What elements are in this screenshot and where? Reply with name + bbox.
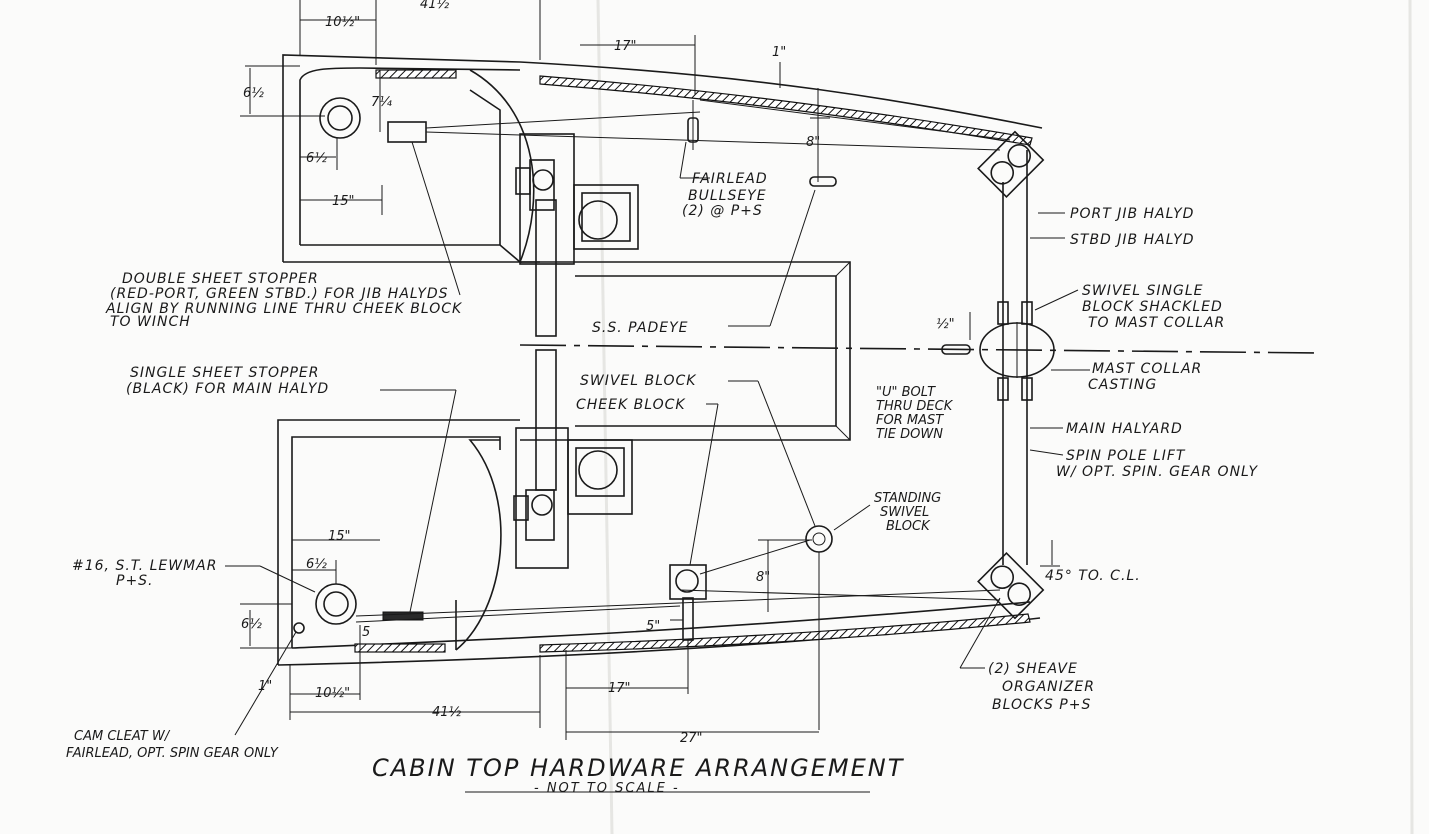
u-bolt [941,312,971,355]
port-jib-label: PORT JIB HALYD [1070,206,1194,222]
fairlead-bullseye [687,100,699,150]
sheave-label-2: ORGANIZER [1002,679,1095,695]
mast-collar [979,322,1055,378]
dim-1in-top: 1" [772,45,786,60]
leader-lines [225,141,1090,736]
dim-10half-top: 10½" [325,15,360,30]
paper-fold [596,0,614,834]
double-stopper-label-4: TO WINCH [110,314,191,330]
cam-cleat-label-1: CAM CLEAT W/ [74,729,171,744]
dim-6half-winch-bottom: 6½ [306,557,327,572]
centerline [519,344,1321,354]
dim-7quarter: 7¼ [371,95,392,110]
cabin-box [520,261,851,441]
sheave-label-1: (2) SHEAVE [988,661,1078,677]
fairlead-label-1: FAIRLEAD [692,171,768,187]
dim-27: 27" [680,731,703,746]
dim-1in-bottom: 1" [258,679,272,694]
stbd-jib-label: STBD JIB HALYD [1070,232,1194,248]
swivel-single-label-1: SWIVEL SINGLE [1082,283,1204,299]
padeye-label: S.S. PADEYE [592,320,688,336]
paper-fold [1408,0,1414,834]
halyard-lines [997,150,1033,565]
lewmar-label-1: #16, S.T. LEWMAR [72,558,217,574]
dim-10half-bottom: 10½" [315,686,350,701]
swivel-single-label-3: TO MAST COLLAR [1088,315,1225,331]
swivel-block-label: SWIVEL BLOCK [580,373,697,389]
stbd-track [513,349,633,569]
single-stopper-label-1: SINGLE SHEET STOPPER [130,365,319,381]
stbd-stopper-hatch [354,643,446,653]
ubolt-label-3: FOR MAST [876,413,944,428]
drawing-subtitle: - NOT TO SCALE - [534,781,680,796]
port-sheave-organizer [977,130,1045,198]
standing-swivel-label-3: BLOCK [886,519,931,534]
dim-41half-top: 41½ [420,0,450,12]
double-stopper-label-1: DOUBLE SHEET STOPPER [122,271,319,287]
dim-6half-left-bottom: 6½ [241,617,262,632]
main-halyard-label: MAIN HALYARD [1066,421,1183,437]
standing-swivel-block [805,525,833,730]
dim-5in: 5" [646,619,660,634]
port-winch [319,97,361,139]
port-deck-outline [282,54,1043,263]
swivel-single-label-2: BLOCK SHACKLED [1082,299,1223,315]
spin-pole-label-2: W/ OPT. SPIN. GEAR ONLY [1056,464,1258,480]
dim-5: 5 [362,625,370,640]
dim-8-top: 8" [806,135,820,150]
dim-15-top: 15" [332,194,355,209]
port-stopper-hatch [375,69,457,79]
ubolt-label-1: "U" BOLT [876,385,936,400]
dim-half: ½" [936,317,955,332]
mast-collar-label-1: MAST COLLAR [1092,361,1202,377]
single-stopper-label-2: (BLACK) FOR MAIN HALYD [126,381,329,397]
dim-8-bottom: 8" [756,570,770,585]
double-stopper-label-3: ALIGN BY RUNNING LINE THRU CHEEK BLOCK [105,301,463,317]
sheave-label-3: BLOCKS P+S [992,697,1091,713]
cam-cleat-label-2: FAIRLEAD, OPT. SPIN GEAR ONLY [66,746,279,761]
ubolt-label-2: THRU DECK [876,399,954,414]
port-8in-dim [809,88,837,187]
standing-swivel-label-2: SWIVEL [880,505,929,520]
dim-6half-winch-top: 6½ [306,151,327,166]
stbd-toerail-hatch [539,613,1031,653]
dimension-lines [240,0,1053,740]
angle-label: 45° TO. C.L. [1045,568,1141,584]
stbd-winch [315,583,357,625]
port-toerail-hatch [539,75,1033,146]
dim-41half-bottom: 41½ [432,705,462,720]
port-track [515,133,639,337]
dim-6half-left-top: 6½ [243,86,264,101]
standing-swivel-label-1: STANDING [874,491,941,506]
double-sheet-stopper [387,121,427,143]
spin-pole-label-1: SPIN POLE LIFT [1066,448,1186,464]
drawing-title: CABIN TOP HARDWARE ARRANGEMENT [372,754,905,782]
double-stopper-label-2: (RED-PORT, GREEN STBD.) FOR JIB HALYDS [110,286,449,302]
dim-17-bottom: 17" [608,681,631,696]
cam-cleat [293,622,305,634]
stbd-sheave-organizer [977,552,1045,620]
mast-collar-label-2: CASTING [1088,377,1157,393]
dim-17-top: 17" [614,39,637,54]
fairlead-label-2: BULLSEYE [688,188,767,204]
fairlead-label-3: (2) @ P+S [682,203,763,219]
cheek-block-label: CHEEK BLOCK [576,397,686,413]
lewmar-label-2: P+S. [116,573,154,589]
ubolt-label-4: TIE DOWN [876,427,943,442]
dim-15-bottom: 15" [328,529,351,544]
